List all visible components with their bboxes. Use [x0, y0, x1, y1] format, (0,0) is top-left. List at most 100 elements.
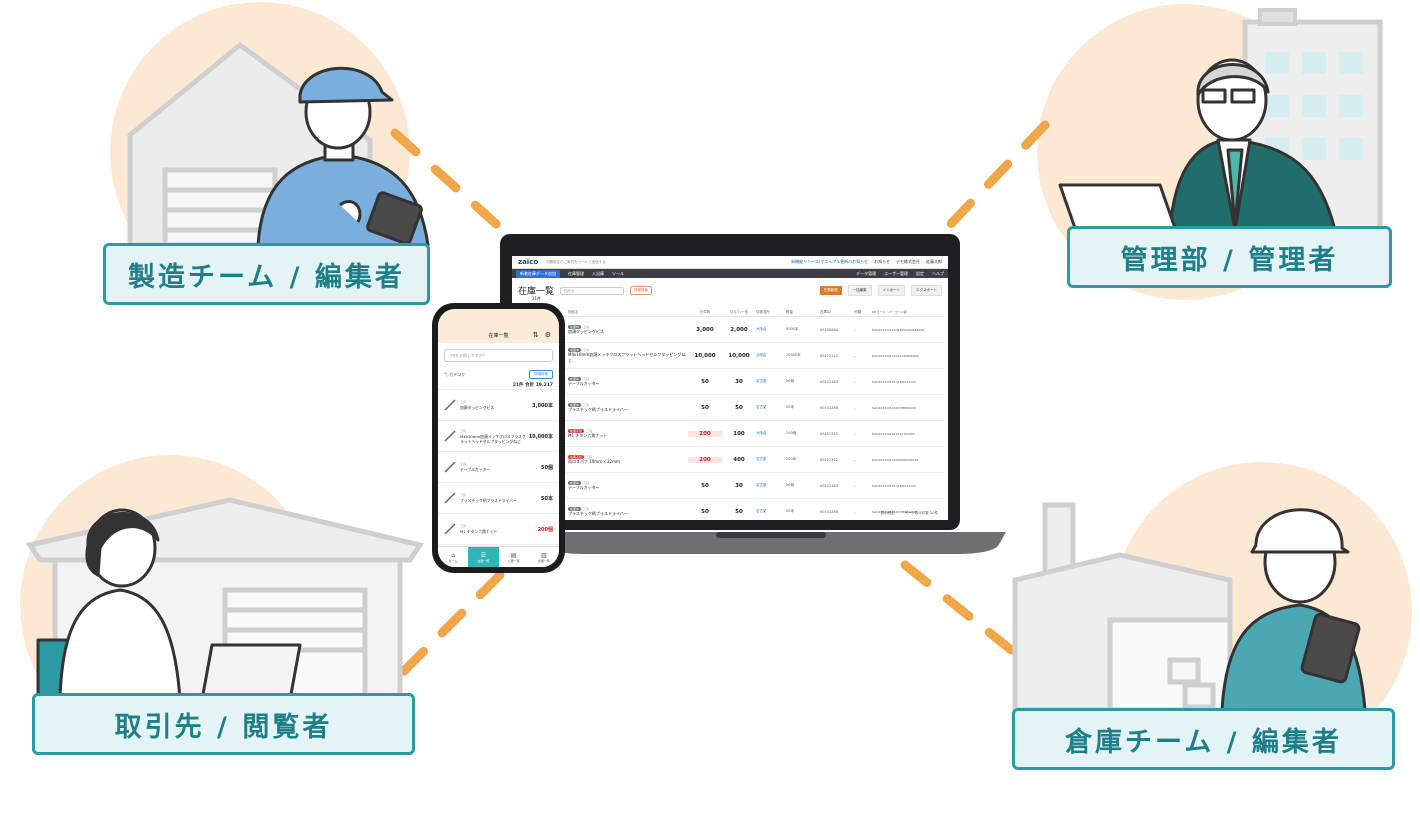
cell-location: 名古屋 — [756, 457, 767, 461]
nav-item-tools[interactable]: ツール — [612, 270, 624, 276]
col-name: 物品名 — [568, 309, 579, 314]
company-menu[interactable]: デモ株式会社 — [896, 259, 920, 264]
col-amount: 数量 — [786, 309, 793, 314]
cell-code: fe0c923d101010d0500500404 — [872, 457, 919, 462]
manager-icon — [1058, 58, 1337, 232]
news-link[interactable]: 新機能リリース/マニュアル更新のお知らせ — [791, 259, 869, 264]
cell-item-name[interactable]: プラスチック柄プラスドライバー — [568, 510, 628, 516]
cell-id: 00100064 — [820, 327, 838, 332]
nav-item-data[interactable]: データ管理 — [856, 270, 877, 276]
cell-item-name[interactable]: テープルカッター — [568, 380, 600, 386]
phone-header-icons: ⇅ ⚙ — [533, 331, 551, 339]
sort-icon[interactable]: ⇅ — [532, 331, 539, 339]
phone-search-input[interactable]: 何をお探しですか？ — [444, 349, 553, 362]
new-stock-button[interactable]: 在庫新規 — [819, 286, 842, 295]
tab-inbound[interactable]: ▤入庫一覧 — [499, 547, 529, 567]
cell-id: 00101343 — [820, 431, 838, 436]
col-qty: 在庫数 — [699, 309, 711, 314]
cell-item-name[interactable]: 皿頭タッピングビス — [568, 328, 604, 334]
tab-inventory[interactable]: ☰在庫一覧 — [468, 547, 499, 567]
search-input[interactable]: 物品名 — [560, 286, 625, 295]
cell-item-name[interactable]: 両口スパナ 19mm x 22mm — [568, 458, 620, 464]
item-thumbnail-icon — [444, 399, 456, 411]
notice-link[interactable]: お知らせ — [874, 259, 890, 264]
detail-search-button[interactable]: 詳細検索 — [630, 286, 653, 295]
status-badge: 在庫不足 — [568, 454, 585, 459]
role-label-partner: 取引先 / 閲覧者 — [32, 693, 415, 755]
cell-item-name[interactable]: M4x10mm皿頭メッキクロスフラットヘッドセルフタッピングねじ — [568, 351, 686, 363]
cell-qty: 50 — [701, 482, 709, 489]
status-badge: 在庫中 — [568, 480, 582, 485]
laptop-base — [536, 532, 1006, 554]
cell-alloc: 30 — [735, 378, 743, 385]
item-info: 工具皿頭タッピングビス — [460, 400, 532, 410]
cell-code: fe0c923d1010197e3700404 — [872, 431, 915, 436]
bulk-edit-button[interactable]: 一括編集 — [847, 285, 872, 296]
cell-class: – — [854, 483, 856, 488]
cell-code: fe0c923d101010d7f8800404 — [872, 405, 916, 410]
import-button[interactable]: インポート — [877, 285, 906, 296]
cell-code: fe0c923d101010d7f8800404 — [872, 509, 916, 514]
cell-item-name[interactable]: プラスチック柄プラスドライバー — [568, 406, 628, 412]
phone-detail-search-button[interactable]: 詳細検索 — [529, 370, 553, 379]
user-menu[interactable]: 佐藤太郎 — [926, 259, 942, 264]
page-title: 在庫一覧 — [518, 287, 555, 297]
cell-category: 工具 — [583, 402, 590, 407]
cell-qty: 3,000 — [696, 326, 714, 333]
cell-amount: 10000本 — [786, 353, 801, 357]
gear-icon[interactable]: ⚙ — [544, 331, 551, 339]
cell-item-name[interactable]: テープルカッター — [568, 484, 600, 490]
cell-qty: 50 — [701, 404, 709, 411]
phone-category-row: 🏷 カテゴリ 詳細検索 — [438, 368, 559, 381]
cell-alloc: 50 — [735, 508, 743, 515]
nav-item-inventory[interactable]: 在庫管理 — [568, 270, 584, 276]
nav-item-users[interactable]: ユーザー管理 — [884, 270, 908, 276]
phone-category[interactable]: カテゴリ — [449, 371, 466, 377]
cell-alloc: 400 — [733, 456, 745, 463]
col-id: 在庫ID — [820, 309, 831, 314]
inventory-table: 物品名 在庫数 引当て/一般 保管場所 数量 在庫ID 分類 QRコード・バーコ… — [560, 308, 944, 520]
item-name: 皿頭タッピングビス — [460, 405, 495, 410]
tab-home[interactable]: ⌂ホーム — [438, 547, 468, 567]
cell-category: 工具 — [586, 454, 593, 459]
display-settings-link[interactable]: 表示設定 — [880, 511, 895, 515]
page-size-select[interactable]: ページ表示件数 20件 — [904, 511, 939, 515]
cell-name: 在庫中工具皿頭タッピングビス — [560, 324, 688, 335]
cell-name: 在庫不足工具両口スパナ 19mm x 22mm — [560, 454, 688, 465]
cell-class: – — [854, 379, 856, 384]
cell-category: 工具 — [583, 506, 590, 511]
cell-item-name[interactable]: M1 チタン六角ナット — [568, 432, 608, 438]
warehouse-worker-icon — [1220, 508, 1367, 712]
tab-outbound[interactable]: ▥出庫一覧 — [529, 547, 559, 567]
status-badge: 在庫不足 — [568, 428, 585, 433]
status-badge: 在庫中 — [568, 506, 582, 511]
item-qty: 50個 — [541, 464, 553, 471]
home-icon: ⌂ — [451, 551, 456, 559]
nav-item-inout[interactable]: 入出庫 — [592, 270, 604, 276]
table-header: 物品名 在庫数 引当て/一般 保管場所 数量 在庫ID 分類 QRコード・バーコ… — [560, 308, 944, 317]
cell-class: – — [854, 457, 856, 462]
item-info: 工具テープルカッター — [460, 462, 541, 472]
nav-item-new-data[interactable]: 新着在庫データ追加 — [516, 269, 560, 278]
export-button[interactable]: エクスポート — [911, 285, 942, 296]
item-qty: 50本 — [541, 495, 553, 502]
nav-item-settings[interactable]: 設定 — [916, 270, 924, 276]
nav-item-help[interactable]: ヘルプ — [932, 270, 944, 276]
